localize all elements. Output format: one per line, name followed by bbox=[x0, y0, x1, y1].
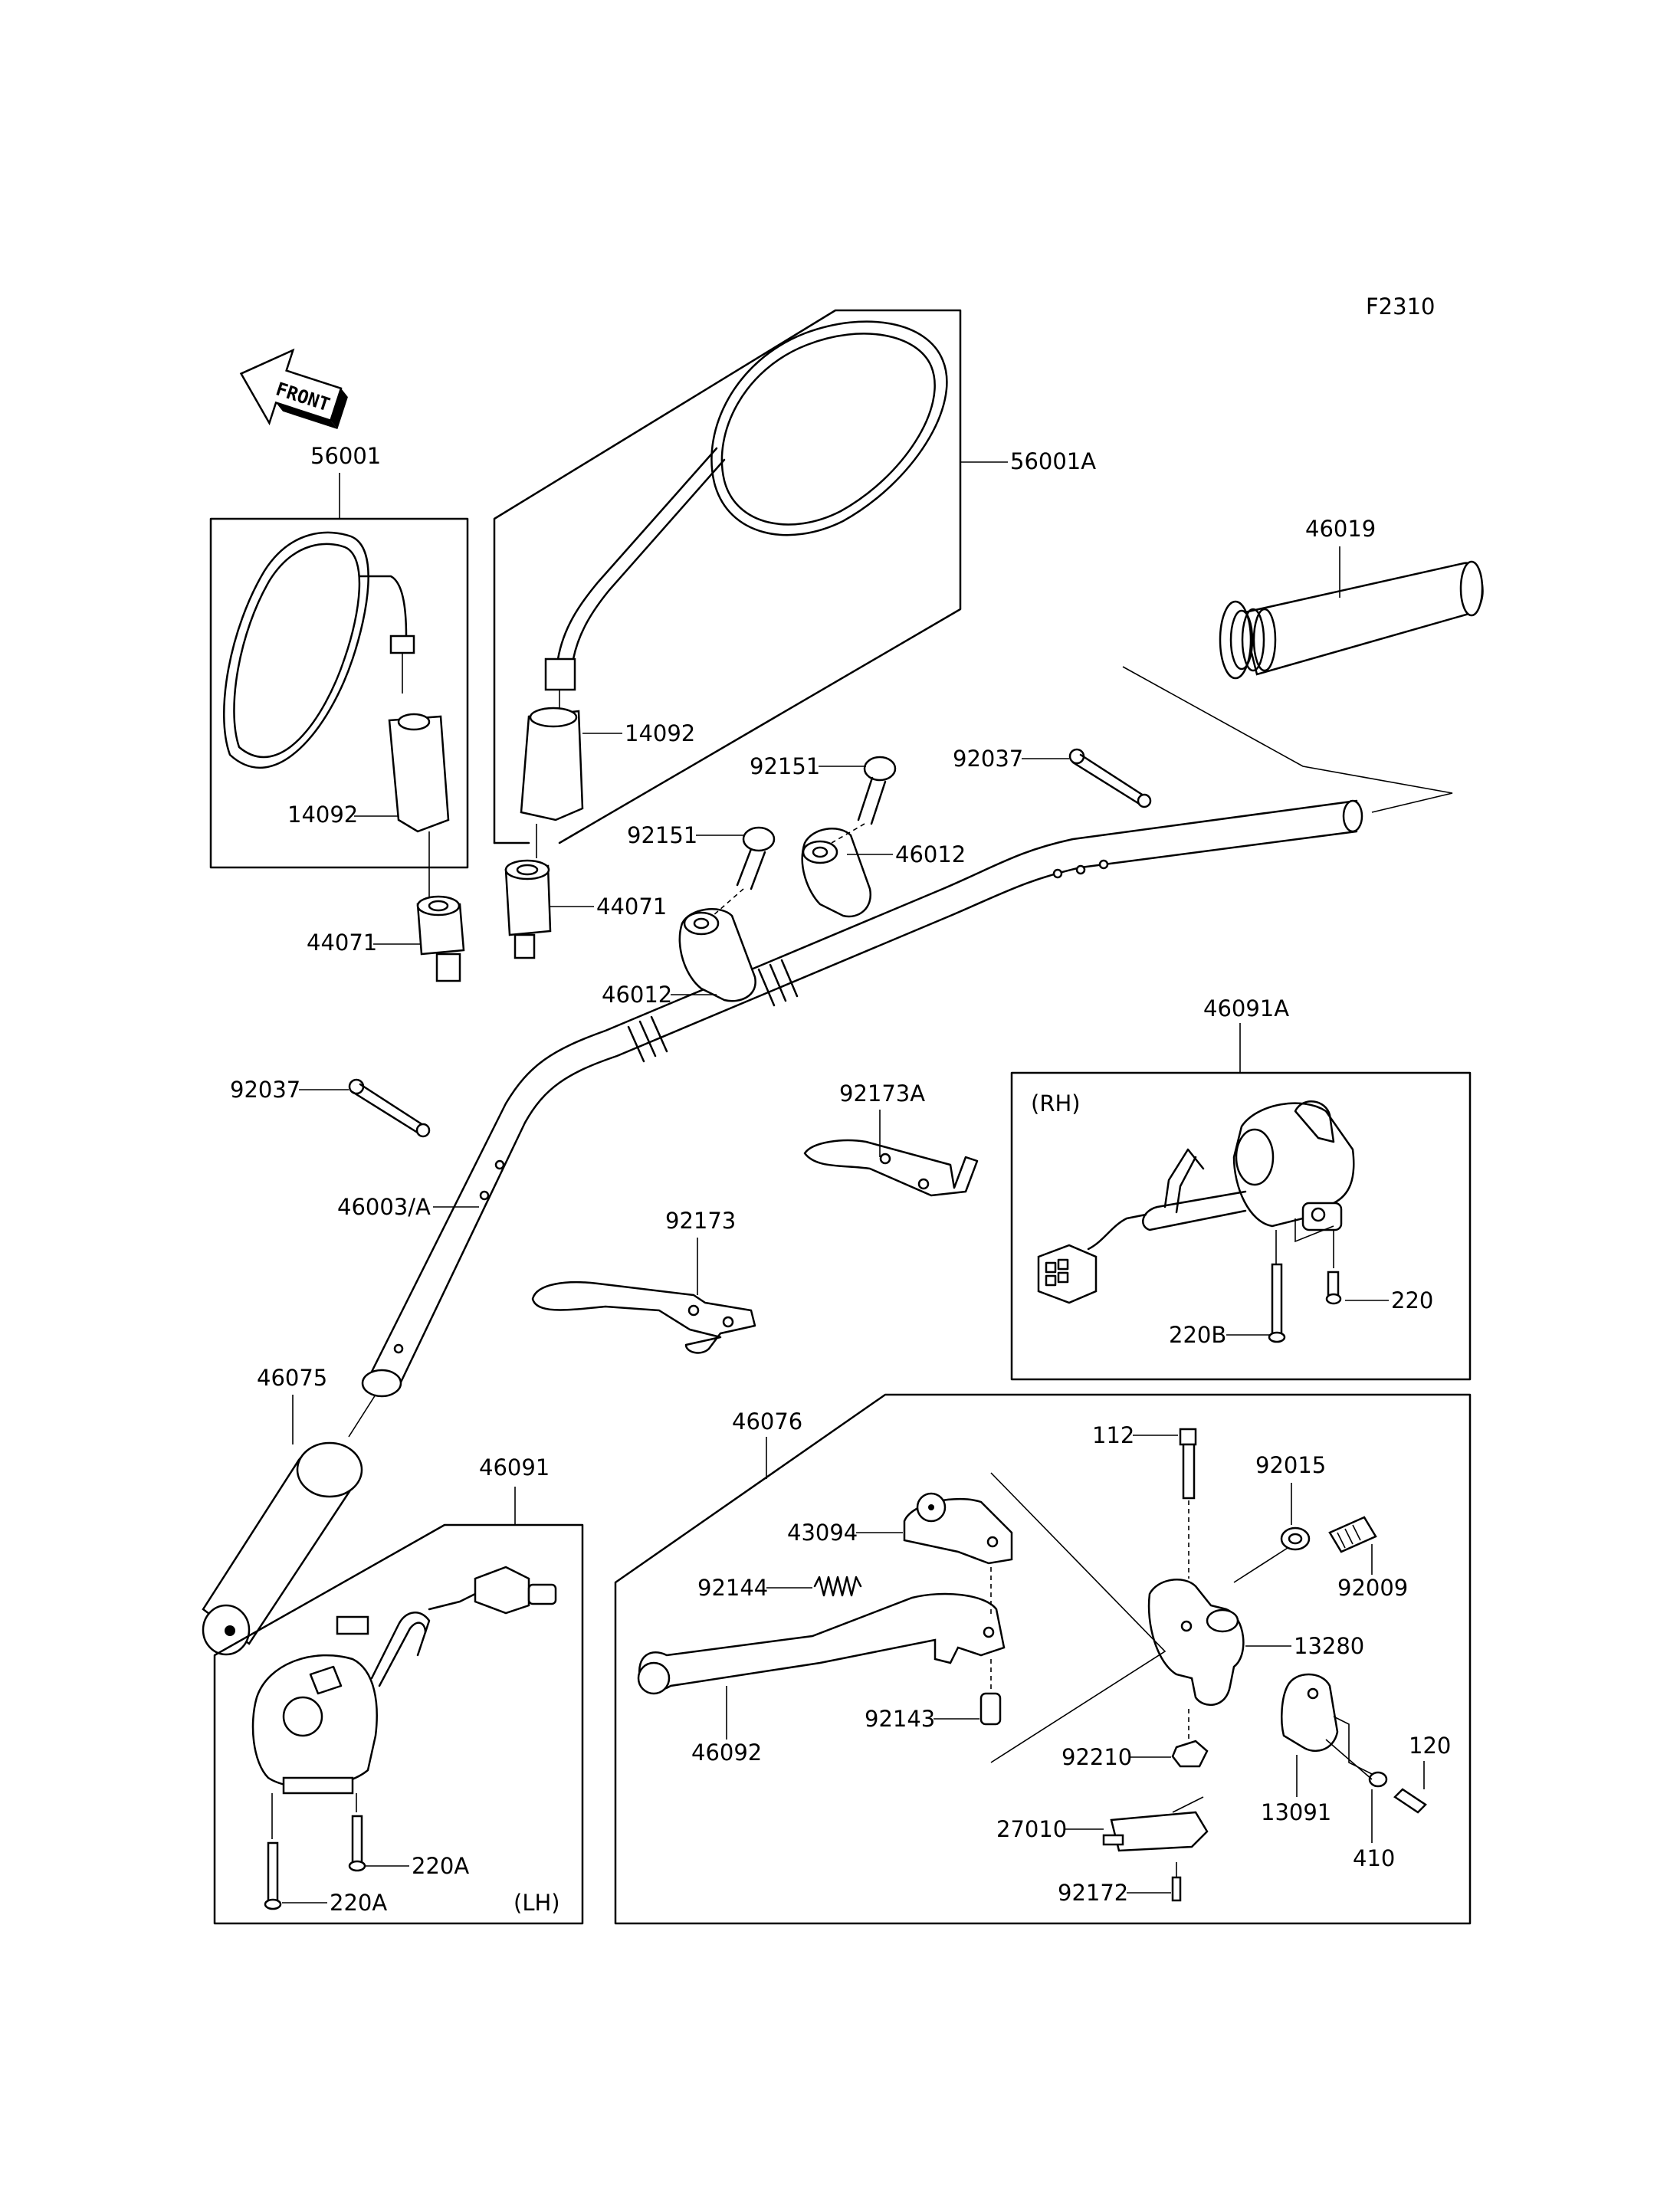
callout-220: 220 bbox=[1391, 1287, 1433, 1313]
callout-46076: 46076 bbox=[732, 1408, 802, 1435]
handlebar-stripes bbox=[627, 959, 799, 1063]
callout-92151-mid: 92151 bbox=[627, 822, 697, 848]
callout-46003A: 46003/A bbox=[337, 1194, 431, 1220]
callout-46091A: 46091A bbox=[1203, 995, 1289, 1021]
figure-code: F2310 bbox=[1366, 293, 1435, 320]
band-92037-top bbox=[1068, 748, 1152, 808]
callout-14092-left: 14092 bbox=[287, 802, 358, 828]
callout-46075: 46075 bbox=[257, 1365, 327, 1391]
bracket-92173 bbox=[531, 1280, 756, 1354]
handlebar-46003A bbox=[361, 799, 1363, 1398]
callout-92210: 92210 bbox=[1061, 1744, 1132, 1770]
left-grip-46075 bbox=[202, 1441, 363, 1656]
callout-56001: 56001 bbox=[310, 443, 381, 469]
callout-112: 112 bbox=[1092, 1422, 1134, 1448]
callout-92037-top: 92037 bbox=[953, 746, 1023, 772]
callout-46012-top: 46012 bbox=[895, 841, 966, 867]
callout-410: 410 bbox=[1353, 1845, 1395, 1871]
band-92037-left bbox=[348, 1078, 431, 1138]
callout-13091: 13091 bbox=[1261, 1799, 1331, 1825]
callout-92009: 92009 bbox=[1337, 1575, 1408, 1601]
callout-220B: 220B bbox=[1169, 1322, 1226, 1348]
callout-43094: 43094 bbox=[787, 1520, 858, 1546]
left-mirror-group bbox=[209, 473, 469, 900]
callout-46092: 46092 bbox=[691, 1740, 762, 1766]
callout-44071-right: 44071 bbox=[596, 894, 667, 920]
callout-14092-right: 14092 bbox=[625, 720, 695, 746]
holder-46012-top bbox=[801, 828, 872, 918]
label-rh: (RH) bbox=[1031, 1090, 1081, 1117]
callout-92144: 92144 bbox=[697, 1575, 768, 1601]
label-lh: (LH) bbox=[514, 1890, 560, 1916]
callout-220A-lower: 220A bbox=[330, 1890, 387, 1916]
callout-46019: 46019 bbox=[1305, 516, 1376, 542]
adaptor-44071-left bbox=[416, 895, 465, 982]
callout-56001A: 56001A bbox=[1010, 448, 1096, 474]
rh-switch-box bbox=[1010, 1023, 1472, 1381]
callout-220A-upper: 220A bbox=[412, 1853, 469, 1879]
callout-92173: 92173 bbox=[665, 1208, 736, 1234]
right-mirror-group bbox=[493, 309, 962, 858]
lh-switch-box bbox=[213, 1487, 584, 1925]
brake-lever-box bbox=[614, 1393, 1472, 1925]
callout-46091: 46091 bbox=[479, 1454, 550, 1481]
bracket-92173A bbox=[803, 1139, 979, 1197]
callout-27010: 27010 bbox=[996, 1816, 1067, 1842]
holder-46012-bottom bbox=[678, 908, 756, 1002]
callout-46012-bottom: 46012 bbox=[602, 982, 672, 1008]
callout-92151-top: 92151 bbox=[750, 753, 820, 779]
callout-92173A: 92173A bbox=[839, 1080, 925, 1107]
adaptor-44071-right bbox=[504, 859, 552, 959]
callout-120: 120 bbox=[1409, 1733, 1451, 1759]
bolt-92151-mid bbox=[712, 826, 776, 917]
callout-13280: 13280 bbox=[1294, 1633, 1364, 1659]
front-arrow-icon: FRONT bbox=[239, 348, 348, 429]
bolt-92151-top bbox=[831, 756, 897, 844]
callout-44071-left: 44071 bbox=[307, 930, 377, 956]
callout-92037-left: 92037 bbox=[230, 1077, 300, 1103]
throttle-grip-46019 bbox=[1219, 560, 1484, 680]
callout-92015: 92015 bbox=[1255, 1452, 1326, 1478]
callout-92172: 92172 bbox=[1058, 1880, 1128, 1906]
callout-92143: 92143 bbox=[865, 1706, 935, 1732]
